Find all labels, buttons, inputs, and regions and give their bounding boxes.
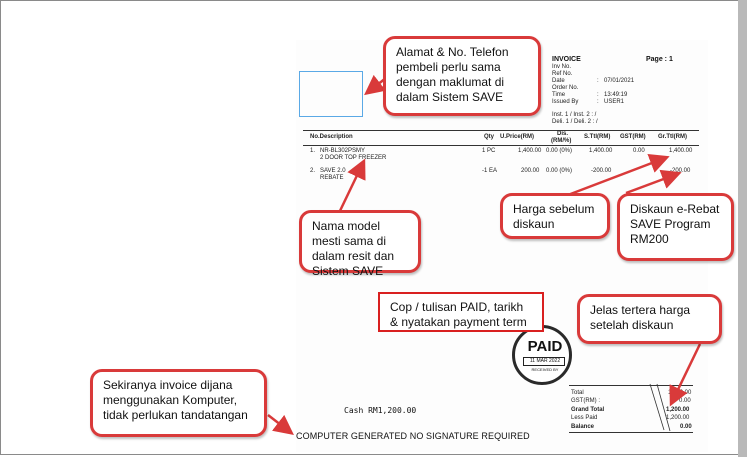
deli-line: Deli. 1 / Deli. 2 : / [552,119,598,125]
callout-jelas: Jelas tertera harga setelah diskaun [577,294,722,344]
meta-label: Issued By [552,99,579,105]
inst-line: Inst. 1 / Inst. 2 : / [552,112,597,118]
meta-label: Order No. [552,85,579,91]
totals-label: Total [571,390,584,396]
col-dis-unit: (RM/%) [551,138,572,144]
meta-colon: : [597,99,599,105]
paid-stamp: PAID 11 MAR 2022 RECEIVED BY [512,325,572,385]
totals-rule-bottom [569,432,693,433]
row-qty: 1 PC [482,148,496,154]
table-rule-header [303,145,699,146]
arrow-sekiranya [267,414,294,436]
invoice-title: INVOICE [552,56,581,63]
stamp-received: RECEIVED BY [531,367,559,372]
meta-issued-by: USER1 [604,99,625,105]
col-gst: GST(RM) [620,134,646,140]
totals-label: Balance [571,424,595,430]
totals-label: GST(RM) : [571,398,600,404]
col-qty: Qty [484,134,495,140]
arrow-jelas [669,343,702,407]
col-uprice: U.Price(RM) [500,134,535,140]
arrow-model [336,158,366,216]
callout-address: Alamat & No. Telefon pembeli perlu sama … [383,36,541,116]
callout-model: Nama model mesti sama di dalam resit dan… [299,210,421,278]
totals-label: Less Paid [571,415,598,421]
pen-stroke [649,383,665,431]
row-dis: 0.00 (0%) [546,168,573,174]
meta-date: 07/01/2021 [604,78,635,84]
frame-shadow [738,0,747,457]
meta-label: Ref No. [552,71,573,77]
col-no-desc: No.Description [310,134,353,140]
totals-rule [569,385,693,386]
row-no: 2. [310,168,316,174]
stamp-word: PAID [527,338,563,355]
row-uprice: 1,400.00 [518,148,542,154]
col-grttl: Gr.Ttl(RM) [658,134,687,140]
row-grttl: 1,400.00 [669,148,693,154]
stamp-date-box [523,357,565,366]
row-code: NR-BL302PSMY [320,148,366,154]
callout-cop: Cop / tulisan PAID, tarikh & nyatakan pa… [378,292,544,332]
totals-label: Grand Total [571,407,605,413]
col-sttl: S.Ttl(RM) [584,134,611,140]
row-code: SAVE 2.0 [320,168,346,174]
callout-sekiranya: Sekiranya invoice dijana menggunakan Kom… [90,369,267,437]
row-sttl: 1,400.00 [589,148,613,154]
computer-generated-note: COMPUTER GENERATED NO SIGNATURE REQUIRED [296,431,530,441]
totals-value: 1,200.00 [666,415,690,421]
meta-label: Time [552,92,566,98]
meta-colon: : [597,78,599,84]
row-qty: -1 EA [482,168,498,174]
totals-value: 1,200.00 [666,407,690,413]
row-desc: 2 DOOR TOP FREEZER [320,155,387,161]
meta-label: Inv No. [552,64,572,70]
meta-label: Date [552,78,565,84]
callout-diskaun: Diskaun e-Rebat SAVE Program RM200 [617,193,734,261]
arrow-harga [559,153,670,200]
table-rule-top [303,130,699,131]
buyer-address-box [299,71,363,117]
pen-stroke [656,383,671,432]
col-dis: Dis. [557,131,569,137]
row-dis: 0.00 (0%) [546,148,573,154]
row-desc: REBATE [320,175,344,181]
callout-harga: Harga sebelum diskaun [500,193,610,239]
row-no: 1. [310,148,316,154]
row-uprice: 200.00 [521,168,540,174]
meta-time: 13:49:19 [604,92,628,98]
arrow-diskaun [625,169,682,195]
cash-line: Cash RM1,200.00 [344,406,417,415]
totals-value: 0.00 [680,424,692,430]
row-sttl: -200.00 [591,168,612,174]
invoice-page: Page : 1 [646,56,673,63]
row-gst: 0.00 [633,148,645,154]
meta-colon: : [597,92,599,98]
stamp-date: 11 MAR 2022 [529,358,561,364]
